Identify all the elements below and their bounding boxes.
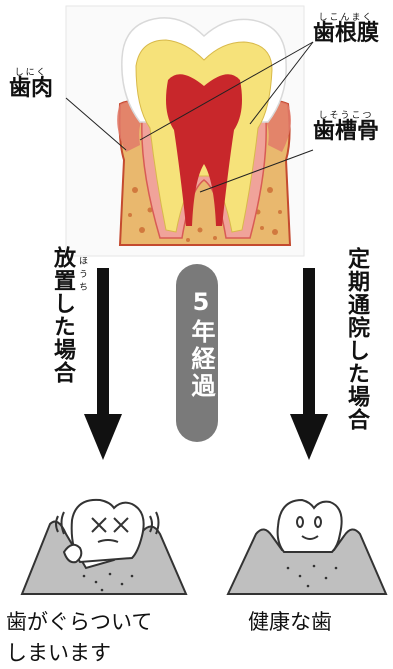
gum-text: 歯肉 (9, 76, 54, 101)
left-arrow-down-icon (84, 268, 122, 460)
wobble-lines-icon (55, 511, 160, 535)
periodontal-ligament-ruby: しこんまく (318, 13, 374, 23)
gum-ruby: しにく (14, 68, 48, 78)
healthy-tooth-illustration (226, 498, 388, 595)
periodontal-ligament-label: しこんまく 歯根膜 (313, 10, 379, 45)
right-outcome-caption: 健康な歯 (248, 610, 332, 634)
bone-dots-right (286, 564, 338, 588)
loose-tooth-body (70, 498, 145, 564)
smile-face-icon (296, 516, 322, 540)
elapsed-years-badge: 5年経過 (176, 264, 218, 442)
elapsed-years-text: 5年経過 (187, 288, 215, 400)
tooth-cross-section-diagram (65, 5, 314, 257)
left-outcome-line1: 歯がぐらついて (6, 610, 153, 634)
left-path-label: 放置した場合 (50, 246, 75, 384)
right-arrow-down-icon (290, 268, 328, 460)
bone-dots-left (82, 572, 134, 592)
right-path-label: 定期通院した場合 (344, 247, 369, 431)
dizzy-eyes-icon (91, 517, 129, 543)
left-path-ruby: ほうち (77, 256, 87, 295)
left-outcome-line2: しまいます (6, 641, 111, 665)
leader-lines (65, 41, 314, 193)
healthy-tooth-body (276, 498, 343, 553)
alveolar-bone-ruby: しそうこつ (318, 111, 374, 121)
alveolar-bone-label: しそうこつ 歯槽骨 (313, 108, 379, 143)
alveolar-bone-text: 歯槽骨 (313, 119, 380, 144)
hand-icon (62, 543, 83, 564)
tooth-pulp (166, 74, 242, 226)
gum-label: しにく 歯肉 (9, 65, 53, 100)
loose-tooth-illustration (20, 498, 188, 595)
left-outcome-caption: 歯がぐらついて しまいます (6, 607, 152, 669)
periodontal-ligament-text: 歯根膜 (313, 21, 380, 46)
